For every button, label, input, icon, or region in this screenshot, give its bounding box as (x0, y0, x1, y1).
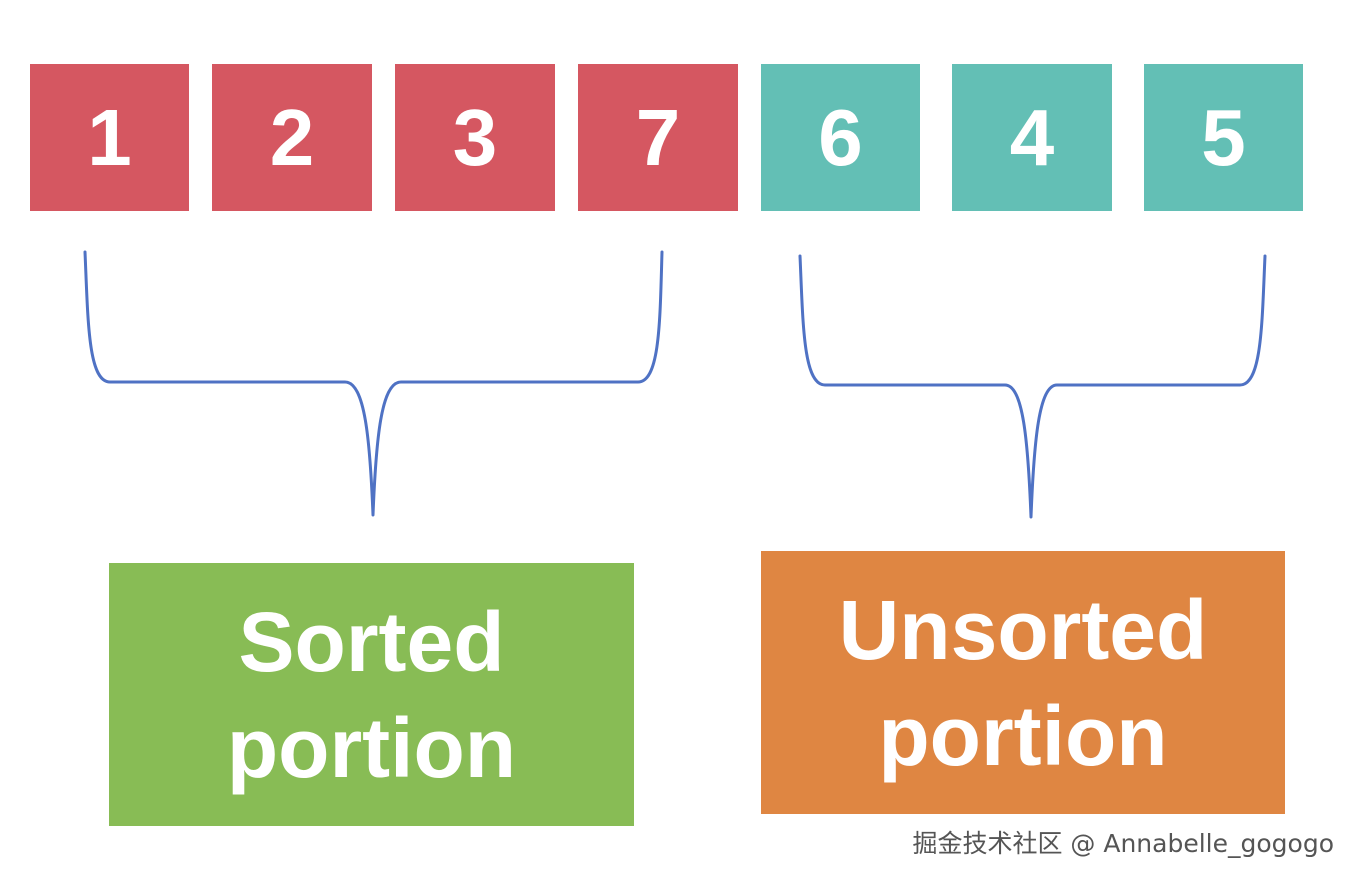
sorted-brace (83, 250, 664, 517)
unsorted-portion-label: Unsorted portion (761, 551, 1285, 814)
sorted-portion-label: Sorted portion (109, 563, 634, 826)
array-cell-sorted: 7 (578, 64, 738, 211)
array-cell-sorted: 2 (212, 64, 372, 211)
array-cell-unsorted: 5 (1144, 64, 1303, 211)
array-cell-sorted: 1 (30, 64, 189, 211)
sorted-label-line2: portion (226, 700, 517, 795)
array-cell-sorted: 3 (395, 64, 555, 211)
unsorted-label-line2: portion (878, 688, 1168, 783)
watermark-text: 掘金技术社区 @ Annabelle_gogogo (912, 829, 1334, 858)
unsorted-brace (798, 254, 1267, 519)
array-cell-unsorted: 4 (952, 64, 1112, 211)
unsorted-label-line1: Unsorted (838, 582, 1208, 677)
array-cell-unsorted: 6 (761, 64, 920, 211)
sorted-label-line1: Sorted (238, 594, 505, 689)
